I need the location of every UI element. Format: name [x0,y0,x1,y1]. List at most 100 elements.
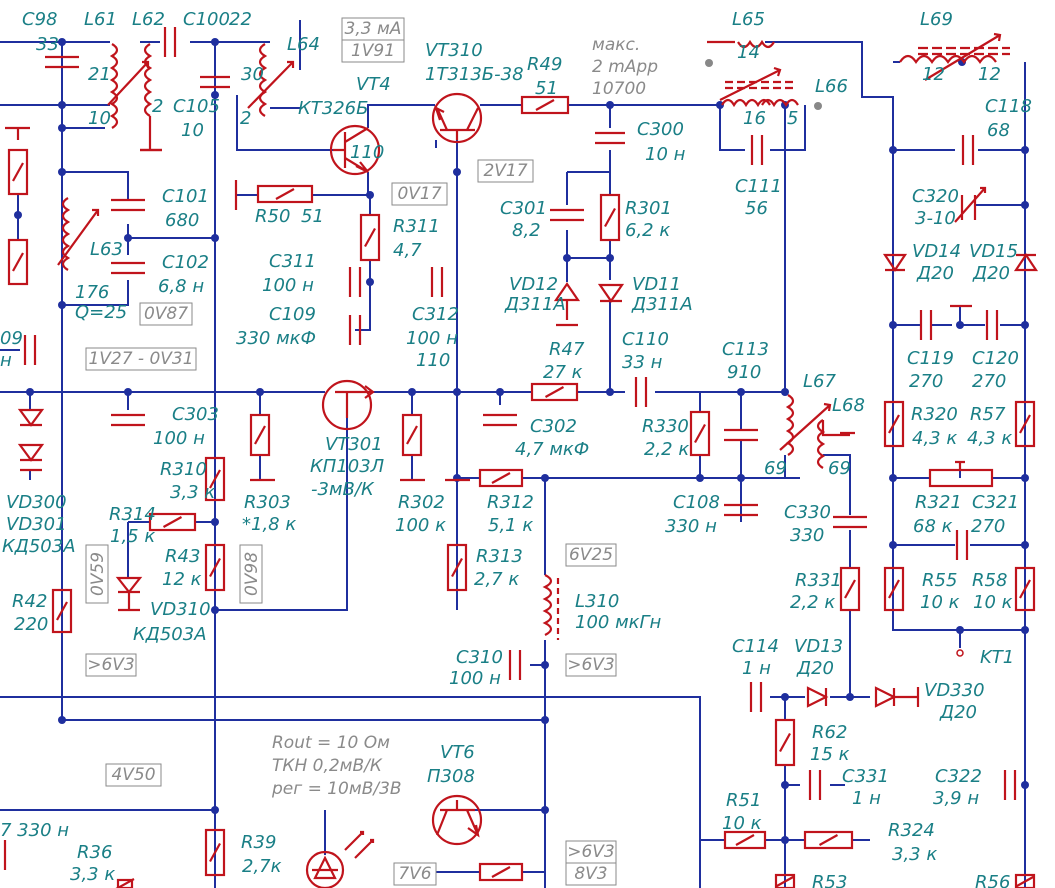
capacitor [749,682,763,712]
component-label: 330 [790,525,824,546]
component-label: R49 [527,54,562,75]
component-label: 10 н [645,144,686,165]
component-label: 100 н [153,428,205,449]
junction-dot [737,474,745,482]
capacitor [724,503,758,517]
annotation-text: 0V98 [242,552,262,596]
component-label: 4,3 к [967,428,1012,449]
voltage-annotation: 4V50 [105,763,162,787]
component-label: 1Т313Б-38 [425,64,524,85]
component-label: 270 [909,371,943,392]
resistor [446,543,468,592]
component-label: VT4 [356,74,391,95]
l65-tuning-arrow [719,66,782,101]
component-label: 68 к [913,516,953,537]
component-label: 1,5 к [110,526,155,547]
component-label: КП103Л [310,456,385,477]
junction-dot [956,626,964,634]
note-l65-line1: макс. [592,35,640,55]
component-label: R321 [915,492,962,513]
capacitor [111,413,145,427]
component-label: C330 [784,502,831,523]
junction-dot [453,388,461,396]
component-label: 110 [416,350,450,371]
component-label: 16 [743,108,766,129]
component-label: R301 [625,198,672,219]
component-label: 10 к [973,592,1013,613]
component-label: R331 [795,570,842,591]
capacitor [595,131,625,145]
voltage-annotation: 1V91 [341,39,405,63]
component-label: 21 [88,64,111,85]
component-label: C102 [162,252,209,273]
junction-dot [889,321,897,329]
resistor [530,382,579,402]
component-label: L66 [815,76,848,97]
resistor [478,468,524,488]
capacitor [45,55,79,69]
resistor [774,718,796,767]
voltage-annotation: 2V17 [477,159,534,183]
component-label: C322 [935,766,982,787]
diode-vd13 [806,686,829,708]
junction-dot [211,38,219,46]
capacitor [634,377,648,407]
resistor [115,878,135,888]
component-label: R312 [487,492,534,513]
resistor [723,830,767,850]
component-label: VT301 [325,434,383,455]
junction-dot [211,518,219,526]
component-label: Д311А [631,294,693,315]
annotation-text: >6V3 [87,655,135,675]
component-label: KT1 [980,647,1014,668]
component-label: L64 [287,34,320,55]
component-label: L67 [803,371,836,392]
annotation-text: 1V91 [351,41,395,61]
component-label: 2 [240,108,251,129]
component-label: L61 [84,9,117,30]
component-label: 176 [75,282,109,303]
component-label: 3,9 н [933,788,979,809]
component-label: 2,7к [242,856,282,877]
component-label: VD11 [632,274,681,295]
inductor-l61-coil [109,43,119,129]
transistor-vt6-body [431,794,483,846]
component-label: C101 [162,186,209,207]
component-label: 1 н [852,788,881,809]
l63-tuning-arrow [57,208,100,266]
fet-vt301-body [321,379,373,431]
junction-dot [58,716,66,724]
component-label: VD13 [794,636,843,657]
junction-dot [366,191,374,199]
component-label: 100 н [449,668,501,689]
component-label: н [0,350,12,371]
component-label: 6,2 к [625,220,670,241]
l66-marker-dot [814,102,822,110]
annotation-text: 4V50 [111,765,155,785]
ground-marks [5,126,855,482]
capacitor [348,315,362,345]
component-label: П308 [427,766,475,787]
component-label: 1 н [742,658,771,679]
component-label: R57 [970,404,1006,425]
junction-dot [1021,201,1029,209]
component-label: 100 н [406,328,458,349]
junction-dot [211,91,219,99]
note-l65-line3: 10700 [592,79,646,99]
component-label: КТ326Б [298,98,368,119]
component-label: R320 [911,404,958,425]
inductor-l63-coil [61,197,71,271]
voltage-annotation: >6V3 [565,840,617,864]
resistor [1014,566,1036,612]
component-label: 8,2 [512,220,541,241]
junction-dot [124,234,132,242]
capacitor [955,530,969,560]
junction-dot [496,388,504,396]
junction-dot [26,388,34,396]
junction-dot [541,661,549,669]
junction-dot [889,146,897,154]
annotation-text: 3,3 мА [345,19,402,39]
component-label: 2,2 к [644,439,689,460]
